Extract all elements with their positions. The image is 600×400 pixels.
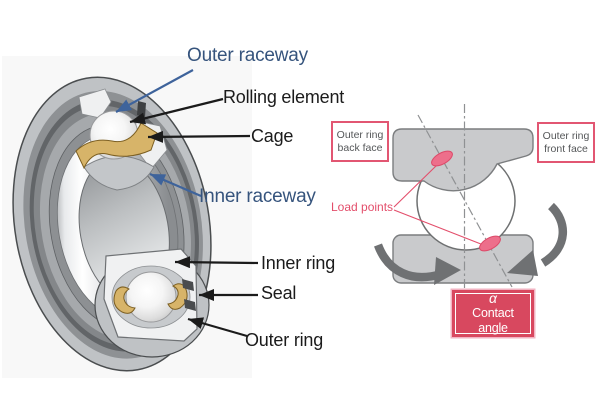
outer-ring-cut-face <box>78 88 112 119</box>
inner-ring-arrow <box>174 256 259 269</box>
top-cutaway-section <box>75 88 168 191</box>
contact-angle-label: Contact angle <box>472 306 514 335</box>
outer-raceway-arrow <box>115 69 194 113</box>
load-points-label: Load points <box>331 200 394 214</box>
rolling-element-ball <box>125 271 177 323</box>
seal-slot-upper <box>182 279 194 291</box>
outer-ring-arrow <box>187 317 248 338</box>
outer-ring-front-face-box: Outer ring front face <box>537 122 595 163</box>
rolling-element-arrow <box>129 97 224 125</box>
cage-hook-left <box>113 286 136 314</box>
contact-angle-box-frame: α Contact angle <box>455 290 531 335</box>
contact-axis-line <box>417 114 513 288</box>
outer-ring-cross-section <box>392 128 534 192</box>
load-point-lower <box>479 235 501 252</box>
bottom-cross-section <box>94 248 210 358</box>
seal-label: Seal <box>261 283 297 303</box>
load-point-callout-line-upper <box>393 164 438 208</box>
front-face-line1: Outer ring <box>542 129 590 142</box>
load-point-upper <box>431 150 453 167</box>
outer-raceway-label: Outer raceway <box>187 45 308 66</box>
rotation-arrowhead-left <box>434 257 461 285</box>
back-face-line2: back face <box>337 141 383 154</box>
inner-raceway-arrow <box>149 172 202 198</box>
alpha-symbol: α <box>489 290 497 306</box>
bearing-3d-render <box>2 56 259 378</box>
inner-ring-label: Inner ring <box>261 253 336 273</box>
cage-label: Cage <box>251 126 294 146</box>
load-point-callout-line-lower <box>393 209 487 247</box>
rolling-element-label: Rolling element <box>223 87 345 107</box>
inner-raceway-label: Inner raceway <box>199 186 316 207</box>
contact-angle-box: α Contact angle <box>452 290 534 337</box>
back-face-line1: Outer ring <box>336 128 384 141</box>
cage-gold-band <box>75 122 158 170</box>
front-face-line2: front face <box>544 142 588 155</box>
outer-ring-label: Outer ring <box>245 330 324 350</box>
cage-arrow <box>147 130 251 143</box>
rotation-arrow-right <box>540 202 568 267</box>
rotation-arrows <box>374 202 568 285</box>
annotation-arrows <box>115 69 259 338</box>
rotation-arrow-left <box>374 243 443 282</box>
rotation-arrowhead-right <box>507 250 538 276</box>
seal-groove-notch <box>137 101 146 117</box>
cage-hook-right <box>167 283 188 310</box>
seal-slot-lower <box>184 299 196 311</box>
contact-angle-schematic <box>374 104 568 296</box>
outer-ring-back-face-box: Outer ring back face <box>331 121 389 162</box>
